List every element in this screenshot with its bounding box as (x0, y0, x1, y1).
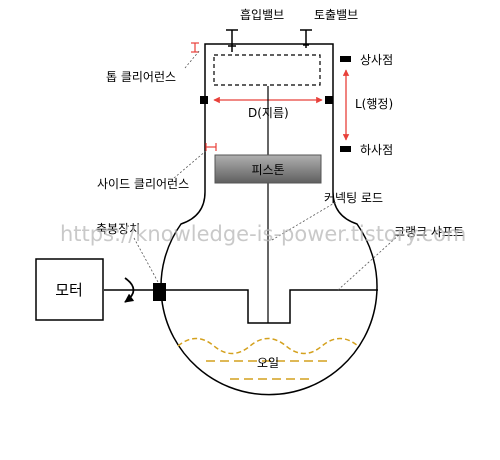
watermark: https://knowledge-is-power.tistory.com (60, 222, 466, 246)
motor-box (35, 258, 104, 321)
crankshaft-leader (337, 233, 401, 291)
intake-valve (226, 29, 238, 52)
side-clearance-leader (173, 149, 208, 179)
top-clearance-label: 톱 클리어런스 (106, 70, 176, 84)
wall-block-right (325, 96, 333, 104)
oil-label: 오일 (257, 356, 279, 370)
wall-block-left (200, 96, 208, 104)
exhaust-valve (300, 29, 312, 48)
crankshaft (104, 289, 378, 324)
shaft-seal (153, 283, 166, 301)
top-clearance-leader (184, 49, 201, 69)
crankshaft-label: 크랭크 샤프트 (394, 225, 464, 239)
stroke-label: L(행정) (355, 96, 393, 111)
side-clearance-label: 사이드 클리어런스 (97, 177, 189, 191)
top-dead-center-label: 상사점 (360, 53, 393, 67)
connecting-rod-label: 커넥팅 로드 (324, 191, 383, 205)
compressor-body-outline (160, 43, 378, 396)
motor-label: 모터 (55, 281, 83, 299)
rotation-arrow (124, 277, 135, 303)
shaft-seal-label: 축봉장치 (96, 222, 140, 236)
oil-wave (177, 337, 359, 355)
piston-label: 피스톤 (251, 163, 284, 177)
piston (214, 154, 322, 184)
cylinder-head-chamber (213, 54, 321, 86)
exhaust-valve-label: 토출밸브 (314, 8, 358, 22)
intake-valve-label: 흡입밸브 (240, 8, 284, 22)
bottom-dead-center-marker (340, 146, 351, 152)
top-dead-center-marker (340, 56, 351, 62)
bottom-dead-center-label: 하사점 (360, 143, 393, 157)
shaft-seal-leader (133, 237, 159, 283)
connecting-rod-leader (271, 201, 337, 241)
top-clearance-marker (191, 42, 199, 53)
side-clearance-marker (205, 143, 217, 151)
